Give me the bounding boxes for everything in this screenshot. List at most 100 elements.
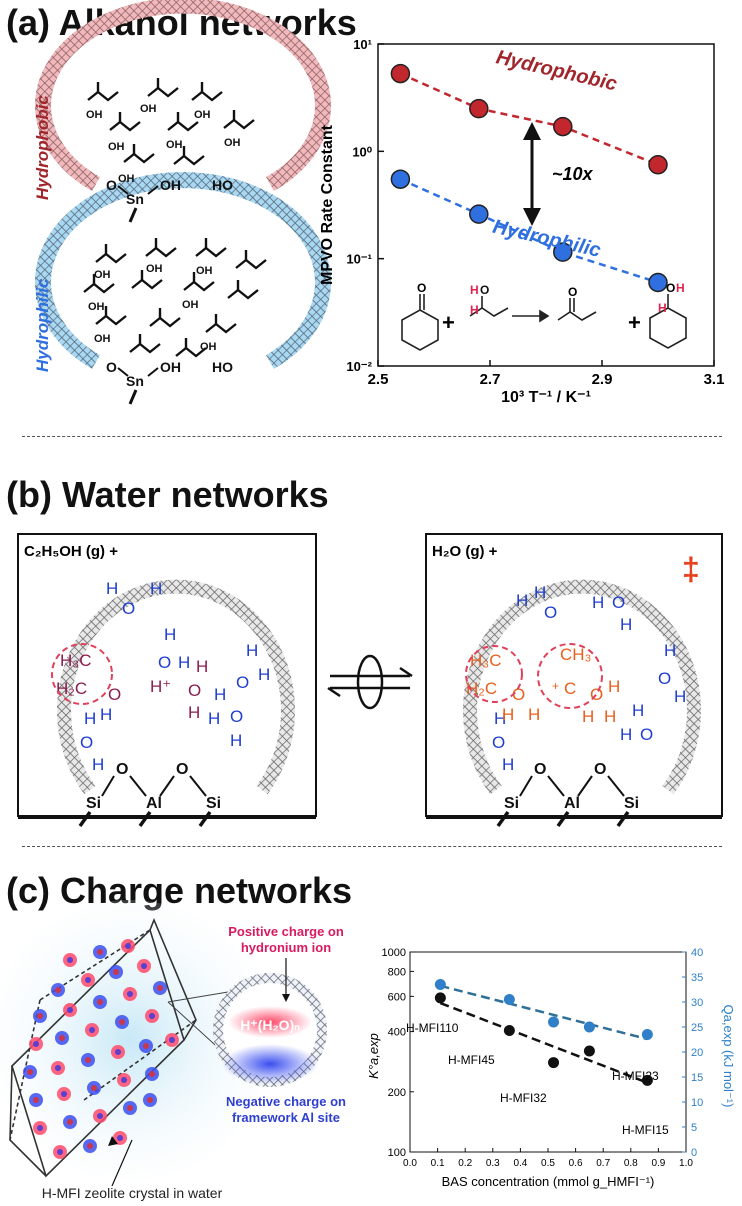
svg-text:H: H (208, 709, 220, 728)
y-left-tick-label: 200 (388, 1087, 406, 1099)
x-tick-label: 0.2 (458, 1158, 472, 1169)
ratio-arrowhead-up (523, 122, 541, 140)
svg-text:H₃C: H₃C (60, 651, 91, 670)
framework-right-bonds (496, 775, 630, 828)
y-right-tick-label: 15 (691, 1072, 703, 1084)
svg-text:H: H (246, 641, 258, 660)
x-tick-label: 0.8 (624, 1158, 638, 1169)
charge-dot-core (59, 1035, 65, 1041)
svg-text:O: O (108, 685, 121, 704)
reaction-scheme (401, 294, 687, 351)
x-tick-label: 3.1 (704, 371, 725, 388)
data-point-left (434, 992, 446, 1004)
svg-text:Al: Al (564, 795, 580, 812)
y-left-tick-label: 100 (388, 1147, 406, 1159)
svg-text:O: O (568, 285, 577, 299)
svg-text:O: O (106, 177, 117, 193)
y-right-tick-label: 20 (691, 1047, 703, 1059)
label-hydrophilic: Hydrophilic (33, 278, 52, 372)
data-point-right (503, 994, 515, 1005)
charge-dot-core (149, 1071, 155, 1077)
svg-text:O: O (492, 733, 505, 752)
svg-text:O: O (417, 281, 426, 295)
svg-text:H: H (516, 591, 528, 610)
x-tick-label: 0.6 (569, 1158, 583, 1169)
y-right-tick-label: 0 (691, 1147, 697, 1159)
charge-dot-core (87, 1143, 93, 1149)
svg-text:O: O (236, 673, 249, 692)
sample-labels: H-MFI110 H-MFI45 H-MFI32 H-MFI23 H-MFI15 (406, 1021, 669, 1137)
hydrophobic-pore (35, 0, 331, 191)
svg-text:H: H (214, 685, 226, 704)
svg-text:+: + (628, 310, 641, 335)
data-point-right (641, 1029, 653, 1040)
series-line-hydrophilic (399, 178, 659, 284)
charge-dot-core (115, 1049, 121, 1055)
svg-text:HO: HO (212, 359, 233, 375)
svg-text:O: O (158, 653, 171, 672)
y-left-tick-label: 600 (388, 991, 406, 1003)
svg-text:H: H (230, 731, 242, 750)
charge-dot-core (97, 999, 103, 1005)
ratio-arrowhead-down (523, 208, 541, 226)
charge-dot-core (27, 1069, 33, 1075)
svg-text:OH: OH (166, 139, 183, 151)
framework-left-bonds (78, 775, 212, 828)
x-tick-label: 0.3 (486, 1158, 500, 1169)
svg-text:+: + (552, 679, 559, 693)
oh-labels: OH OH OH OH OH OH OH OH OH OH OH OH OH O… (86, 103, 241, 353)
positive-charge-cloud (228, 1006, 312, 1038)
y-tick-label: 10⁰ (352, 144, 372, 159)
svg-text:Si: Si (206, 795, 221, 812)
svg-text:Al: Al (146, 795, 162, 812)
charge-dot-core (113, 969, 119, 975)
chart-c-ylabel-left: K°a,exp (366, 1033, 381, 1079)
chart-a-xlabel: 10³ T⁻¹ / K⁻¹ (501, 389, 591, 406)
charge-dot-core (55, 1065, 61, 1071)
data-point-hydrophobic (553, 116, 573, 137)
data-point-hydrophobic (648, 154, 668, 175)
svg-text:O: O (188, 681, 201, 700)
equilibrium-arrows (327, 654, 413, 710)
heading-water-networks: (b) Water networks (6, 474, 329, 515)
crystal-label-arrow (111, 1139, 133, 1187)
svg-text:H: H (196, 657, 208, 676)
svg-text:H: H (674, 687, 686, 706)
svg-text:H: H (470, 283, 479, 297)
svg-text:O: O (480, 283, 489, 297)
svg-text:H⁺: H⁺ (150, 677, 171, 696)
y-right-tick-label: 40 (691, 947, 703, 959)
panel-a: OH OH OH OH OH OH OH OH OH OH OH OH OH O… (33, 0, 725, 406)
charge-dot-core (61, 1091, 67, 1097)
divider (22, 436, 722, 437)
svg-text:H: H (658, 301, 667, 315)
svg-text:H: H (164, 625, 176, 644)
svg-text:OH: OH (88, 301, 105, 313)
charge-dot-core (33, 1041, 39, 1047)
ethanol-highlight-circle (51, 643, 113, 705)
data-point-hydrophobic (469, 98, 489, 119)
sample-label-hmfi23: H-MFI23 (612, 1069, 659, 1083)
positive-charge-label-line1: Positive charge on (228, 924, 344, 939)
svg-text:H: H (106, 579, 118, 598)
svg-text:O: O (230, 707, 243, 726)
charge-dot-core (37, 1125, 43, 1131)
svg-text:H: H (592, 593, 604, 612)
crystal-glow (0, 900, 270, 1180)
transition-state-title: H₂O (g) + (432, 543, 498, 560)
svg-text:H: H (620, 615, 632, 634)
svg-text:H: H (100, 705, 112, 724)
negative-charge-label-line1: Negative charge on (226, 1094, 346, 1109)
charge-dot-core (67, 957, 73, 963)
pore-wall-right (463, 579, 701, 795)
charge-dot-core (67, 1119, 73, 1125)
svg-text:O: O (512, 685, 525, 704)
svg-text:CH₃: CH₃ (560, 645, 591, 664)
svg-text:H₂C: H₂C (56, 679, 87, 698)
sample-label-hmfi110: H-MFI110 (406, 1021, 459, 1035)
sn-site-bottom: O Sn OH HO (106, 359, 233, 405)
svg-text:OH: OH (140, 103, 157, 115)
charge-dot-core (147, 1097, 153, 1103)
